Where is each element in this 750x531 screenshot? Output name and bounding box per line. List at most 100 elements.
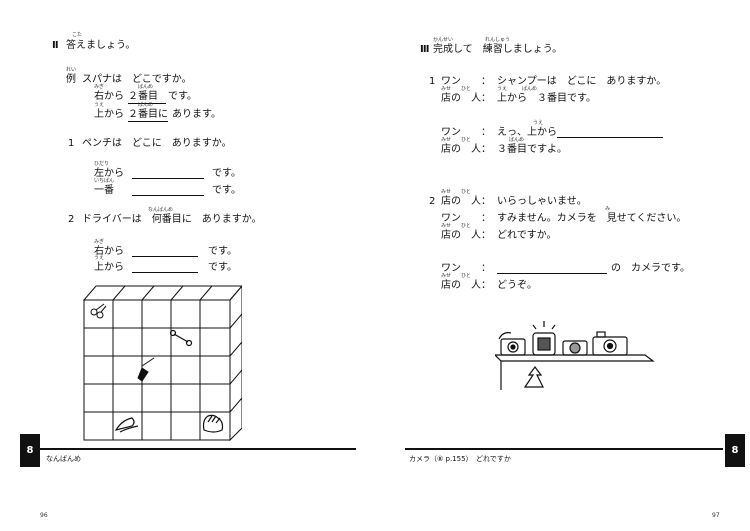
d2-line5-speaker: 店の 人 [441, 280, 481, 291]
d1-line3-speaker: ワン [441, 127, 461, 138]
left-page: こた Ⅱ 答えましょう。 れい 例 スパナは どこですか。 みぎ 右から ばんめ… [20, 32, 356, 519]
d1-line3-blank[interactable] [557, 137, 663, 138]
shelf-icon [495, 354, 655, 362]
d2-line1-text: いらっしゃいませ。 [497, 196, 587, 207]
q2-answer-2-blank[interactable] [132, 272, 198, 273]
question-2-ruby: なんばんめ [148, 207, 174, 213]
screwdriver-icon [137, 357, 155, 382]
q2-answer-2-prefix: 上から [94, 262, 124, 273]
page-number-right: 97 [712, 512, 720, 519]
d2-line4-speaker: ワン [441, 263, 461, 274]
example-answer-1-suffix: です。 [168, 91, 197, 102]
dialogue-2-number: 2 [429, 196, 436, 207]
q2-answer-1-prefix: 右から [94, 246, 124, 257]
example-answer-2-answer-ruby: ばんめ [138, 102, 154, 108]
question-1-number: 1 [68, 138, 75, 149]
q2-answer-1-blank[interactable] [132, 256, 198, 257]
d2-line5-colon: ： [481, 280, 491, 291]
example-question: スパナは どこですか。 [82, 74, 192, 85]
q1-answer-2-suffix: です。 [212, 185, 241, 196]
d2-line4-blank[interactable] [497, 273, 607, 274]
d2-line5-speaker-ruby: みせ ひと [441, 273, 471, 279]
d2-line2-ruby: み [605, 206, 611, 212]
d1-line4-speaker: 店の 人 [441, 144, 481, 155]
q1-answer-2-ruby: いちばん [94, 178, 115, 184]
arrow-up-icon [523, 366, 544, 388]
tool-shelf-drawing [82, 284, 244, 442]
d2-line3-speaker-ruby: みせ ひと [441, 223, 471, 229]
example-answer-1-prefix: 右から [94, 91, 124, 102]
d1-line3-colon: ： [481, 127, 491, 138]
d2-line3-text: どれですか。 [497, 230, 557, 241]
d2-line2-colon: ： [481, 213, 491, 224]
scissors-icon [90, 303, 107, 319]
d2-line1-speaker: 店の 人 [441, 196, 481, 207]
d1-line2-ruby: うえ ばんめ [497, 86, 538, 92]
q1-answer-1-prefix: 左から [94, 168, 124, 179]
d1-line1-speaker: ワン [441, 76, 461, 87]
d2-line4-text: の カメラです。 [611, 263, 690, 274]
footer-title-right: カメラ（⑧ p.155） どれですか [409, 455, 511, 463]
d2-line5-text: どうぞ。 [497, 280, 537, 291]
q1-answer-1-ruby: ひだり [94, 161, 110, 167]
example-label-ruby: れい [66, 67, 77, 73]
d2-line3-colon: ： [481, 230, 491, 241]
q1-answer-1-blank[interactable] [132, 178, 204, 179]
heading-ruby: こた [72, 32, 83, 38]
d2-line1-colon: ： [481, 196, 491, 207]
d2-line3-speaker: 店の 人 [441, 230, 481, 241]
example-label: 例 [66, 74, 76, 85]
example-answer-2-ruby: うえ [94, 102, 105, 108]
example-answer-1-answer: ２番目 [128, 91, 166, 104]
d2-line2-speaker: ワン [441, 213, 461, 224]
d1-line3-ruby: うえ [533, 120, 544, 126]
camera-3-icon [562, 340, 588, 356]
section-number: Ⅲ [420, 44, 430, 55]
dialogue-1-number: 1 [429, 76, 436, 87]
question-2-number: 2 [68, 214, 75, 225]
example-answer-2-suffix: あります。 [172, 109, 221, 120]
d1-line2-text: 上から ３番目です。 [497, 93, 596, 104]
page-number-left: 96 [40, 512, 48, 519]
right-page: Ⅲ かんせい れんしゅう 完成して 練習しましょう。 1 ワン ： シャンプーは… [375, 0, 750, 531]
q2-answer-1-ruby: みぎ [94, 239, 105, 245]
example-answer-1-answer-ruby: ばんめ [138, 84, 154, 90]
tool-shelf-illustration [80, 282, 244, 442]
glove-icon [202, 414, 224, 433]
camera-1-icon [498, 332, 526, 356]
chapter-tab-right: 8 [725, 434, 745, 467]
d1-line4-speaker-ruby: みせ ひと [441, 137, 471, 143]
footer-rule-left [24, 448, 356, 450]
d1-line4-colon: ： [481, 144, 491, 155]
d1-line2-speaker: 店の 人 [441, 93, 481, 104]
question-1: ペンチは どこに ありますか。 [82, 138, 232, 149]
q2-answer-1-suffix: です。 [208, 246, 237, 257]
camera-2-icon [532, 321, 556, 356]
d2-line4-colon: ： [481, 263, 491, 274]
q2-answer-2-ruby: うえ [94, 255, 105, 261]
d2-line2-text: すみません。カメラを 見せてください。 [497, 213, 687, 224]
question-2: ドライバーは 何番目に ありますか。 [82, 214, 262, 225]
heading-ruby-1: かんせい [433, 37, 454, 43]
d1-line4-text: ３番目ですよ。 [497, 144, 567, 155]
d1-line3-text: えっ、上から [497, 127, 557, 138]
d1-line2-speaker-ruby: みせ ひと [441, 86, 471, 92]
section-heading: 答えましょう。 [66, 40, 136, 51]
q1-answer-2-blank[interactable] [132, 195, 204, 196]
shelf-front-face [83, 299, 231, 441]
spanner-icon [169, 329, 193, 347]
d1-line2-colon: ： [481, 93, 491, 104]
example-answer-2-prefix: 上から [94, 109, 124, 120]
shelf-top-face [82, 285, 244, 301]
footer-title-left: なんばんめ [46, 455, 81, 463]
pliers-icon [114, 417, 139, 433]
example-answer-1-ruby: みぎ [94, 84, 105, 90]
q2-answer-2-suffix: です。 [208, 262, 237, 273]
chapter-tab-left: 8 [20, 434, 40, 467]
d2-line1-speaker-ruby: みせ ひと [441, 189, 471, 195]
q1-answer-1-suffix: です。 [212, 168, 241, 179]
d1-line1-text: シャンプーは どこに ありますか。 [497, 76, 667, 87]
shelf-side-face [229, 284, 243, 442]
d1-line1-colon: ： [481, 76, 491, 87]
q1-answer-2-prefix: 一番 [94, 185, 114, 196]
